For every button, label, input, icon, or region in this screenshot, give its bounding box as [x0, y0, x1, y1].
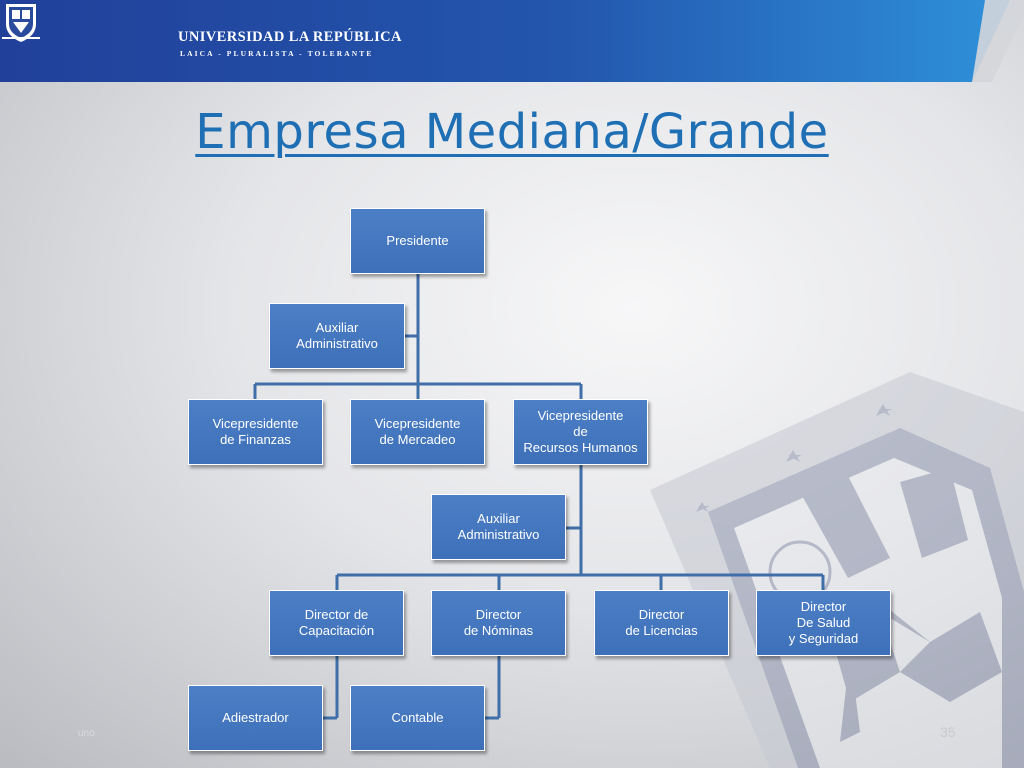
slide-title: Empresa Mediana/Grande — [195, 104, 829, 160]
page-number: 35 — [940, 724, 956, 740]
node-director-salud-seguridad: Director De Salud y Seguridad — [756, 590, 891, 656]
node-auxiliar-administrativo-2: Auxiliar Administrativo — [431, 494, 566, 560]
node-auxiliar-administrativo-1: Auxiliar Administrativo — [269, 303, 405, 369]
node-director-capacitacion: Director de Capacitación — [269, 590, 404, 656]
node-vp-mercadeo: Vicepresidente de Mercadeo — [350, 399, 485, 465]
university-logo — [2, 4, 40, 42]
university-motto: LAICA - PLURALISTA - TOLERANTE — [180, 49, 374, 58]
node-presidente: Presidente — [350, 208, 485, 274]
node-vp-finanzas: Vicepresidente de Finanzas — [188, 399, 323, 465]
header-banner: UNIVERSIDAD LA REPÚBLICA LAICA - PLURALI… — [0, 0, 1024, 82]
footer-label: uno — [78, 728, 95, 739]
header-band — [0, 0, 1024, 82]
university-name: UNIVERSIDAD LA REPÚBLICA — [178, 29, 402, 45]
node-director-nominas: Director de Nóminas — [431, 590, 566, 656]
node-adiestrador: Adiestrador — [188, 685, 323, 751]
node-contable: Contable — [350, 685, 485, 751]
node-vp-recursos-humanos: Vicepresidente de Recursos Humanos — [513, 399, 648, 465]
node-director-licencias: Director de Licencias — [594, 590, 729, 656]
